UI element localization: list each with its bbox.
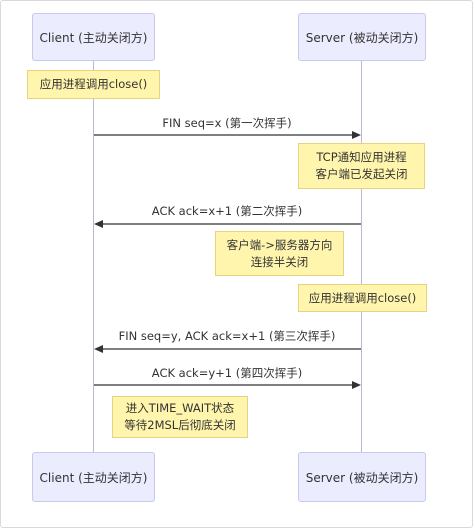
note-client-close: 应用进程调用close() — [27, 70, 160, 99]
server-actor-bottom: Server (被动关闭方) — [298, 452, 426, 502]
note-server-notify: TCP通知应用进程 客户端已发起关闭 — [298, 143, 425, 189]
message-label-3: FIN seq=y, ACK ack=x+1 (第三次挥手) — [118, 329, 336, 343]
note-server-close: 应用进程调用close() — [298, 284, 427, 312]
message-label-4: ACK ack=y+1 (第四次挥手) — [151, 366, 303, 380]
note-text-line2: 连接半关闭 — [250, 254, 309, 269]
client-lifeline — [93, 60, 94, 452]
client-actor-bottom: Client (主动关闭方) — [32, 452, 155, 502]
note-text: 应用进程调用close() — [308, 290, 417, 305]
message-arrow-2 — [94, 220, 361, 228]
note-half-close: 客户端->服务器方向 连接半关闭 — [215, 231, 344, 276]
message-label-2: ACK ack=x+1 (第二次挥手) — [151, 204, 303, 218]
message-arrow-4 — [94, 381, 361, 389]
client-actor-label: Client (主动关闭方) — [39, 470, 148, 485]
message-label-1: FIN seq=x (第一次挥手) — [162, 116, 292, 130]
note-text-line1: TCP通知应用进程 — [316, 150, 407, 164]
client-actor-label: Client (主动关闭方) — [39, 30, 148, 45]
note-text-line1: 进入TIME_WAIT状态 — [125, 401, 235, 415]
message-arrow-1 — [94, 131, 361, 139]
note-text-line1: 客户端->服务器方向 — [226, 237, 333, 252]
note-text-line2: 等待2MSL后彻底关闭 — [124, 418, 236, 432]
server-actor-label: Server (被动关闭方) — [305, 30, 419, 45]
note-time-wait: 进入TIME_WAIT状态 等待2MSL后彻底关闭 — [112, 396, 248, 438]
note-text: 应用进程调用close() — [39, 77, 148, 91]
client-actor-top: Client (主动关闭方) — [32, 13, 155, 61]
message-arrow-3 — [94, 345, 361, 353]
note-text-line2: 客户端已发起关闭 — [315, 167, 408, 181]
server-actor-top: Server (被动关闭方) — [298, 13, 426, 61]
server-actor-label: Server (被动关闭方) — [305, 470, 419, 485]
server-lifeline — [361, 60, 362, 452]
